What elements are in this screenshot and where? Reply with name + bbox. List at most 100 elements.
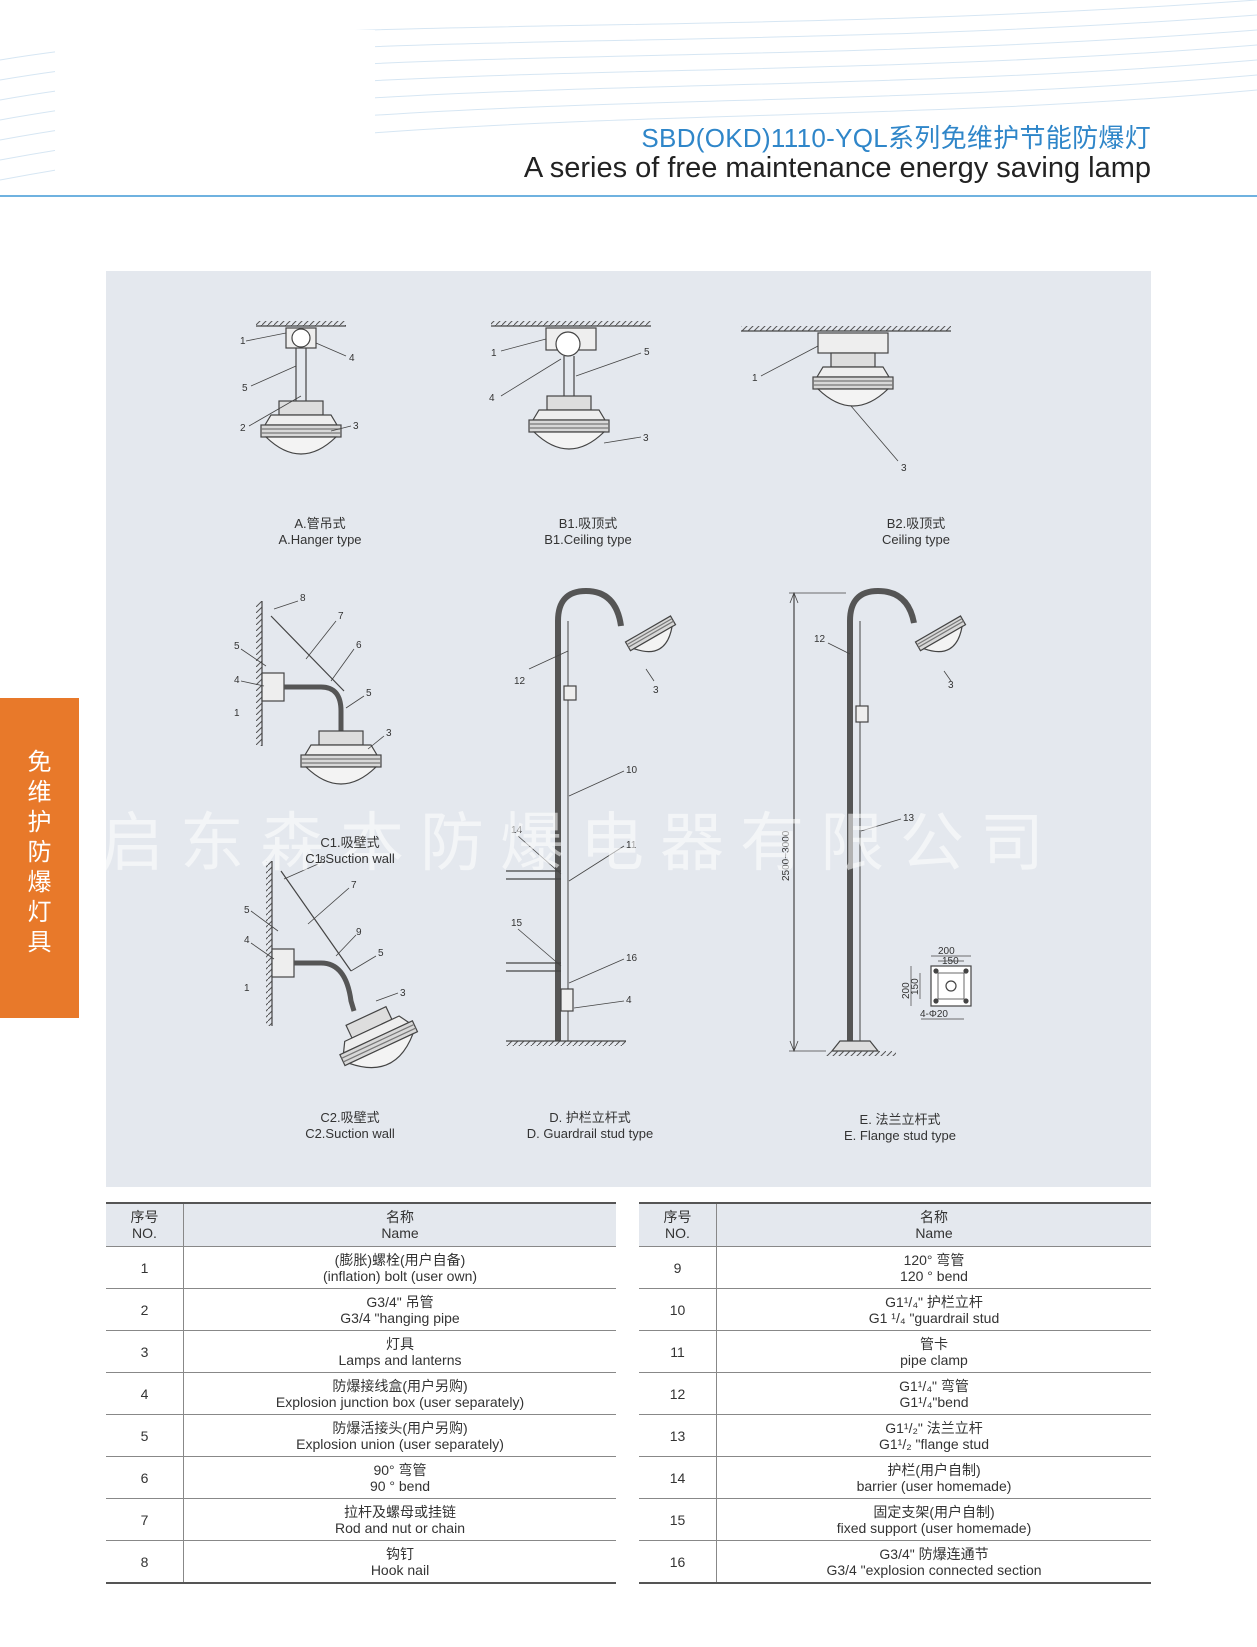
- header-no-cn: 序号: [130, 1209, 159, 1225]
- row-no: 13: [639, 1414, 717, 1457]
- callout-label: 8: [300, 593, 306, 604]
- row-name-en: Explosion junction box (user separately): [275, 1393, 525, 1410]
- diagram-b2-ceiling: [741, 326, 951, 462]
- dimension-outer-v-label: 200: [901, 982, 912, 999]
- side-tab-char: 爆: [27, 869, 52, 896]
- table-row: 1(膨胀)螺栓(用户自备)(inflation) bolt (user own): [106, 1246, 616, 1289]
- callout-label: 1: [752, 373, 758, 384]
- diagram-c2-suction-wall: [250, 861, 426, 1082]
- callout-label: 11: [626, 840, 637, 851]
- callout-label: 15: [511, 918, 523, 929]
- row-no: 15: [639, 1498, 717, 1541]
- callout-label: 12: [814, 634, 826, 645]
- row-name: 防爆接线盒(用户另购)Explosion junction box (user …: [183, 1372, 616, 1415]
- diagram-b1-ceiling: [491, 321, 651, 450]
- dimension-height-label: 2500~3000: [781, 830, 792, 881]
- page-title-cn: SBD(OKD)1110-YQL系列免维护节能防爆灯: [641, 123, 1151, 153]
- page-title-en: A series of free maintenance energy savi…: [523, 152, 1151, 184]
- diagram-a-hanger: [245, 321, 352, 455]
- dimension-inner-v-label: 150: [910, 978, 921, 995]
- row-name-en: Hook nail: [370, 1561, 430, 1578]
- row-name-en: Lamps and lanterns: [338, 1351, 462, 1368]
- row-name-en: G1¹/₂ "flange stud: [878, 1435, 990, 1452]
- row-name-cn: 灯具: [386, 1335, 414, 1352]
- callout-label: 3: [653, 685, 659, 696]
- callout-label: 7: [351, 880, 357, 891]
- side-tab-char: 灯: [27, 899, 52, 926]
- row-no: 2: [106, 1288, 184, 1331]
- callout-label: 4: [234, 675, 240, 686]
- header-name-cn: 名称: [920, 1209, 948, 1225]
- row-no: 8: [106, 1540, 184, 1584]
- row-name-cn: G1¹/₄" 护栏立杆: [885, 1293, 983, 1310]
- row-name: 固定支架(用户自制)fixed support (user homemade): [716, 1498, 1151, 1541]
- header-name-cn: 名称: [386, 1209, 414, 1225]
- callout-label: 14: [511, 825, 523, 836]
- callout-label: 6: [356, 640, 362, 651]
- row-name-en: pipe clamp: [900, 1351, 968, 1368]
- caption-c1: C1.吸壁式 C1.Suction wall: [270, 835, 430, 867]
- row-name-en: Rod and nut or chain: [335, 1519, 465, 1536]
- row-name-cn: 管卡: [920, 1335, 948, 1352]
- row-name-cn: 120° 弯管: [903, 1251, 965, 1268]
- caption-c2-en: C2.Suction wall: [305, 1126, 395, 1141]
- callout-label: 8: [320, 855, 326, 866]
- caption-e-en: E. Flange stud type: [843, 1128, 956, 1143]
- callout-label: 3: [386, 728, 392, 739]
- row-no: 3: [106, 1330, 184, 1373]
- row-no: 4: [106, 1372, 184, 1415]
- header-divider: [0, 195, 1257, 197]
- callout-label: 13: [903, 813, 915, 824]
- caption-c2-cn: C2.吸壁式: [320, 1110, 380, 1125]
- row-name-cn: 90° 弯管: [373, 1461, 427, 1478]
- side-tab-char: 维: [27, 779, 52, 806]
- row-name-cn: G1¹/₂" 法兰立杆: [885, 1419, 983, 1436]
- caption-a-cn: A.管吊式: [294, 516, 346, 531]
- row-no: 9: [639, 1246, 717, 1289]
- caption-a-en: A.Hanger type: [278, 532, 362, 547]
- row-name-cn: G3/4" 防爆连通节: [879, 1545, 989, 1562]
- caption-b1-en: B1.Ceiling type: [544, 532, 632, 547]
- category-side-tab: 免 维 护 防 爆 灯 具: [0, 698, 79, 1018]
- row-name: 防爆活接头(用户另购)Explosion union (user separat…: [183, 1414, 616, 1457]
- row-name-en: Explosion union (user separately): [296, 1435, 504, 1452]
- diagram-e-flange-stud: [789, 587, 973, 1056]
- row-name-cn: G3/4" 吊管: [366, 1293, 434, 1310]
- row-name-cn: G1¹/₄" 弯管: [899, 1377, 969, 1394]
- caption-c2: C2.吸壁式 C2.Suction wall: [270, 1110, 430, 1142]
- callout-label: 3: [643, 433, 649, 444]
- row-no: 14: [639, 1456, 717, 1499]
- callout-label: 3: [901, 463, 907, 474]
- callout-label: 5: [644, 347, 650, 358]
- callout-label: 5: [234, 641, 240, 652]
- callout-label: 4: [349, 353, 355, 364]
- side-tab-char: 防: [27, 839, 52, 866]
- caption-b2-cn: B2.吸顶式: [886, 516, 946, 531]
- caption-b2: B2.吸顶式 Ceiling type: [836, 516, 996, 548]
- row-name-cn: 防爆活接头(用户另购): [332, 1419, 468, 1436]
- callout-label: 1: [491, 348, 497, 359]
- row-name-cn: (膨胀)螺栓(用户自备): [334, 1251, 466, 1268]
- row-name-en: 120 ° bend: [900, 1267, 968, 1284]
- side-tab-char: 具: [27, 929, 52, 956]
- row-name-en: G3/4 "hanging pipe: [340, 1309, 460, 1326]
- installation-diagrams: 1 4 5 2 3 1 5 4 3 1 3 8 7 5 6 4 5 1 3 8 …: [234, 321, 973, 1082]
- callout-label: 7: [338, 611, 344, 622]
- row-name: 护栏(用户自制)barrier (user homemade): [716, 1456, 1151, 1499]
